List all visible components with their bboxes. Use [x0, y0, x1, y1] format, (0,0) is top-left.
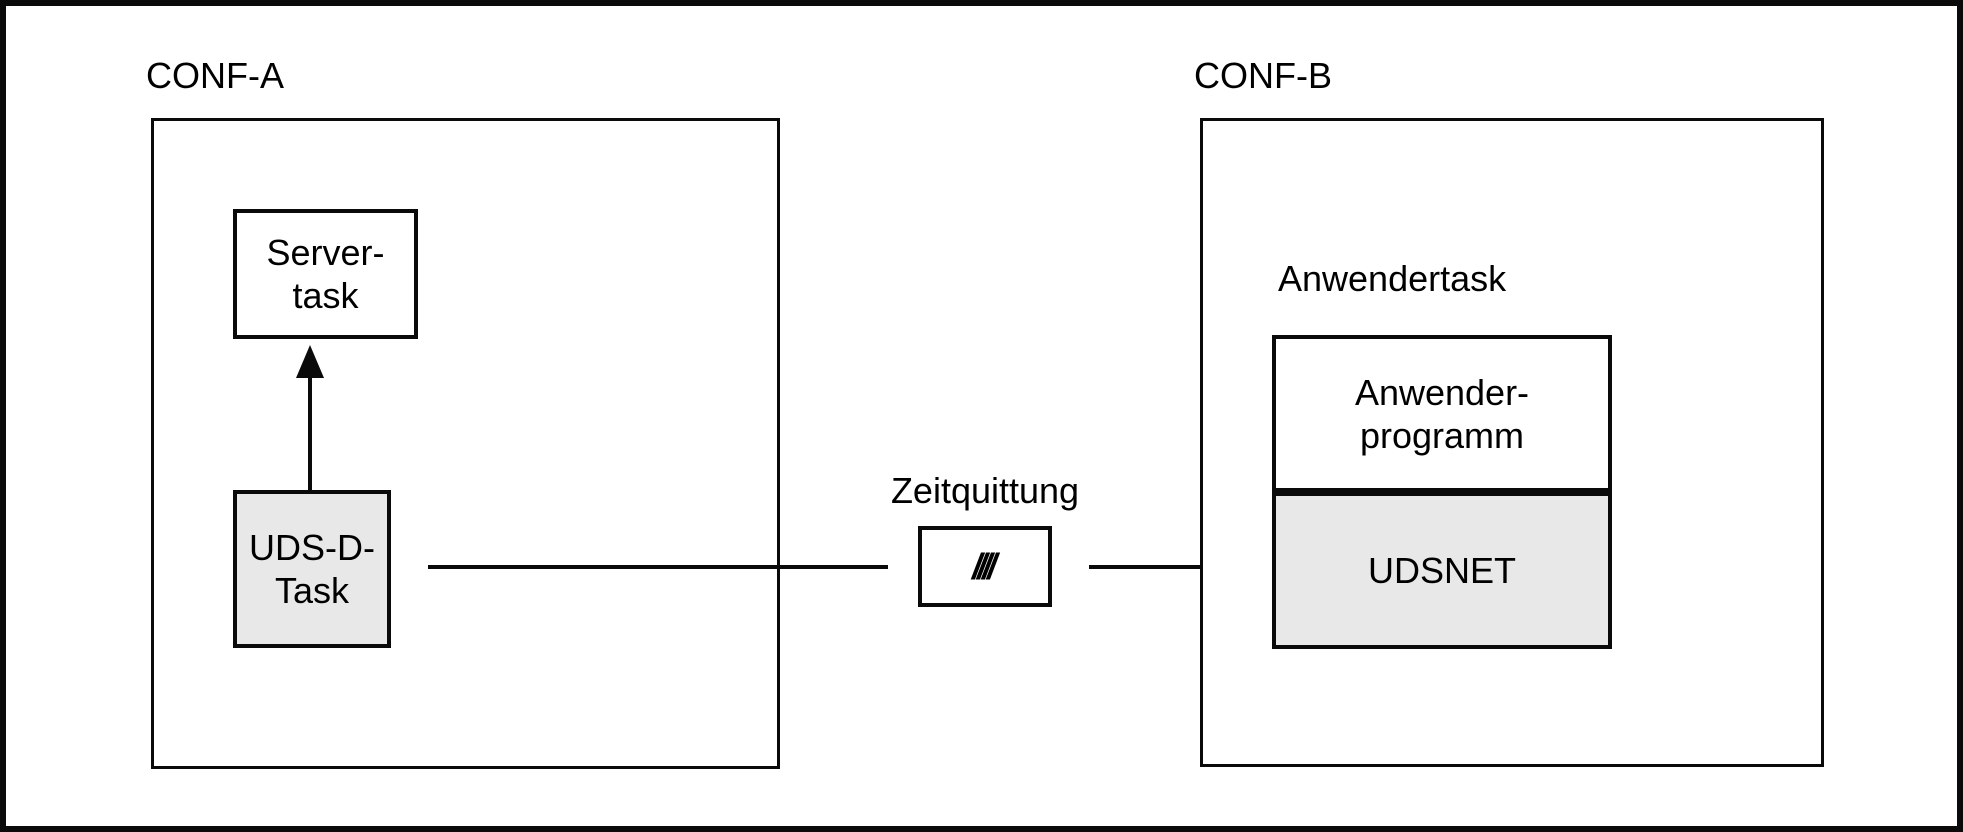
zeitquittung-label: Zeitquittung: [890, 470, 1080, 511]
server-task-label-line1: Server-: [266, 232, 385, 273]
anwenderprogramm-label-line1: Anwender-: [1354, 371, 1530, 413]
anwendertask-label: Anwendertask: [1278, 258, 1507, 299]
arrow-up-icon: [296, 345, 324, 378]
uds-d-task-node: UDS-D- Task: [233, 490, 391, 648]
connector-line-left: [428, 565, 888, 569]
zeitquittung-marker-box: ////: [918, 526, 1052, 607]
uds-d-task-label-line2: Task: [274, 570, 350, 611]
server-task-label-line2: task: [292, 275, 359, 316]
slashes-marker: ////: [971, 545, 997, 587]
uds-d-task-label-line1: UDS-D-: [249, 527, 375, 568]
arrow-line-up: [308, 376, 312, 490]
anwenderprogramm-label-line2: programm: [1359, 414, 1525, 456]
conf-b-label: CONF-B: [1194, 55, 1332, 96]
connector-line-right: [1089, 565, 1222, 569]
anwenderprogramm-node: Anwender- programm: [1272, 335, 1612, 492]
conf-a-label: CONF-A: [146, 55, 284, 96]
udsnet-node: UDSNET: [1272, 492, 1612, 649]
udsnet-label: UDSNET: [1367, 550, 1516, 591]
server-task-node: Server- task: [233, 209, 418, 339]
